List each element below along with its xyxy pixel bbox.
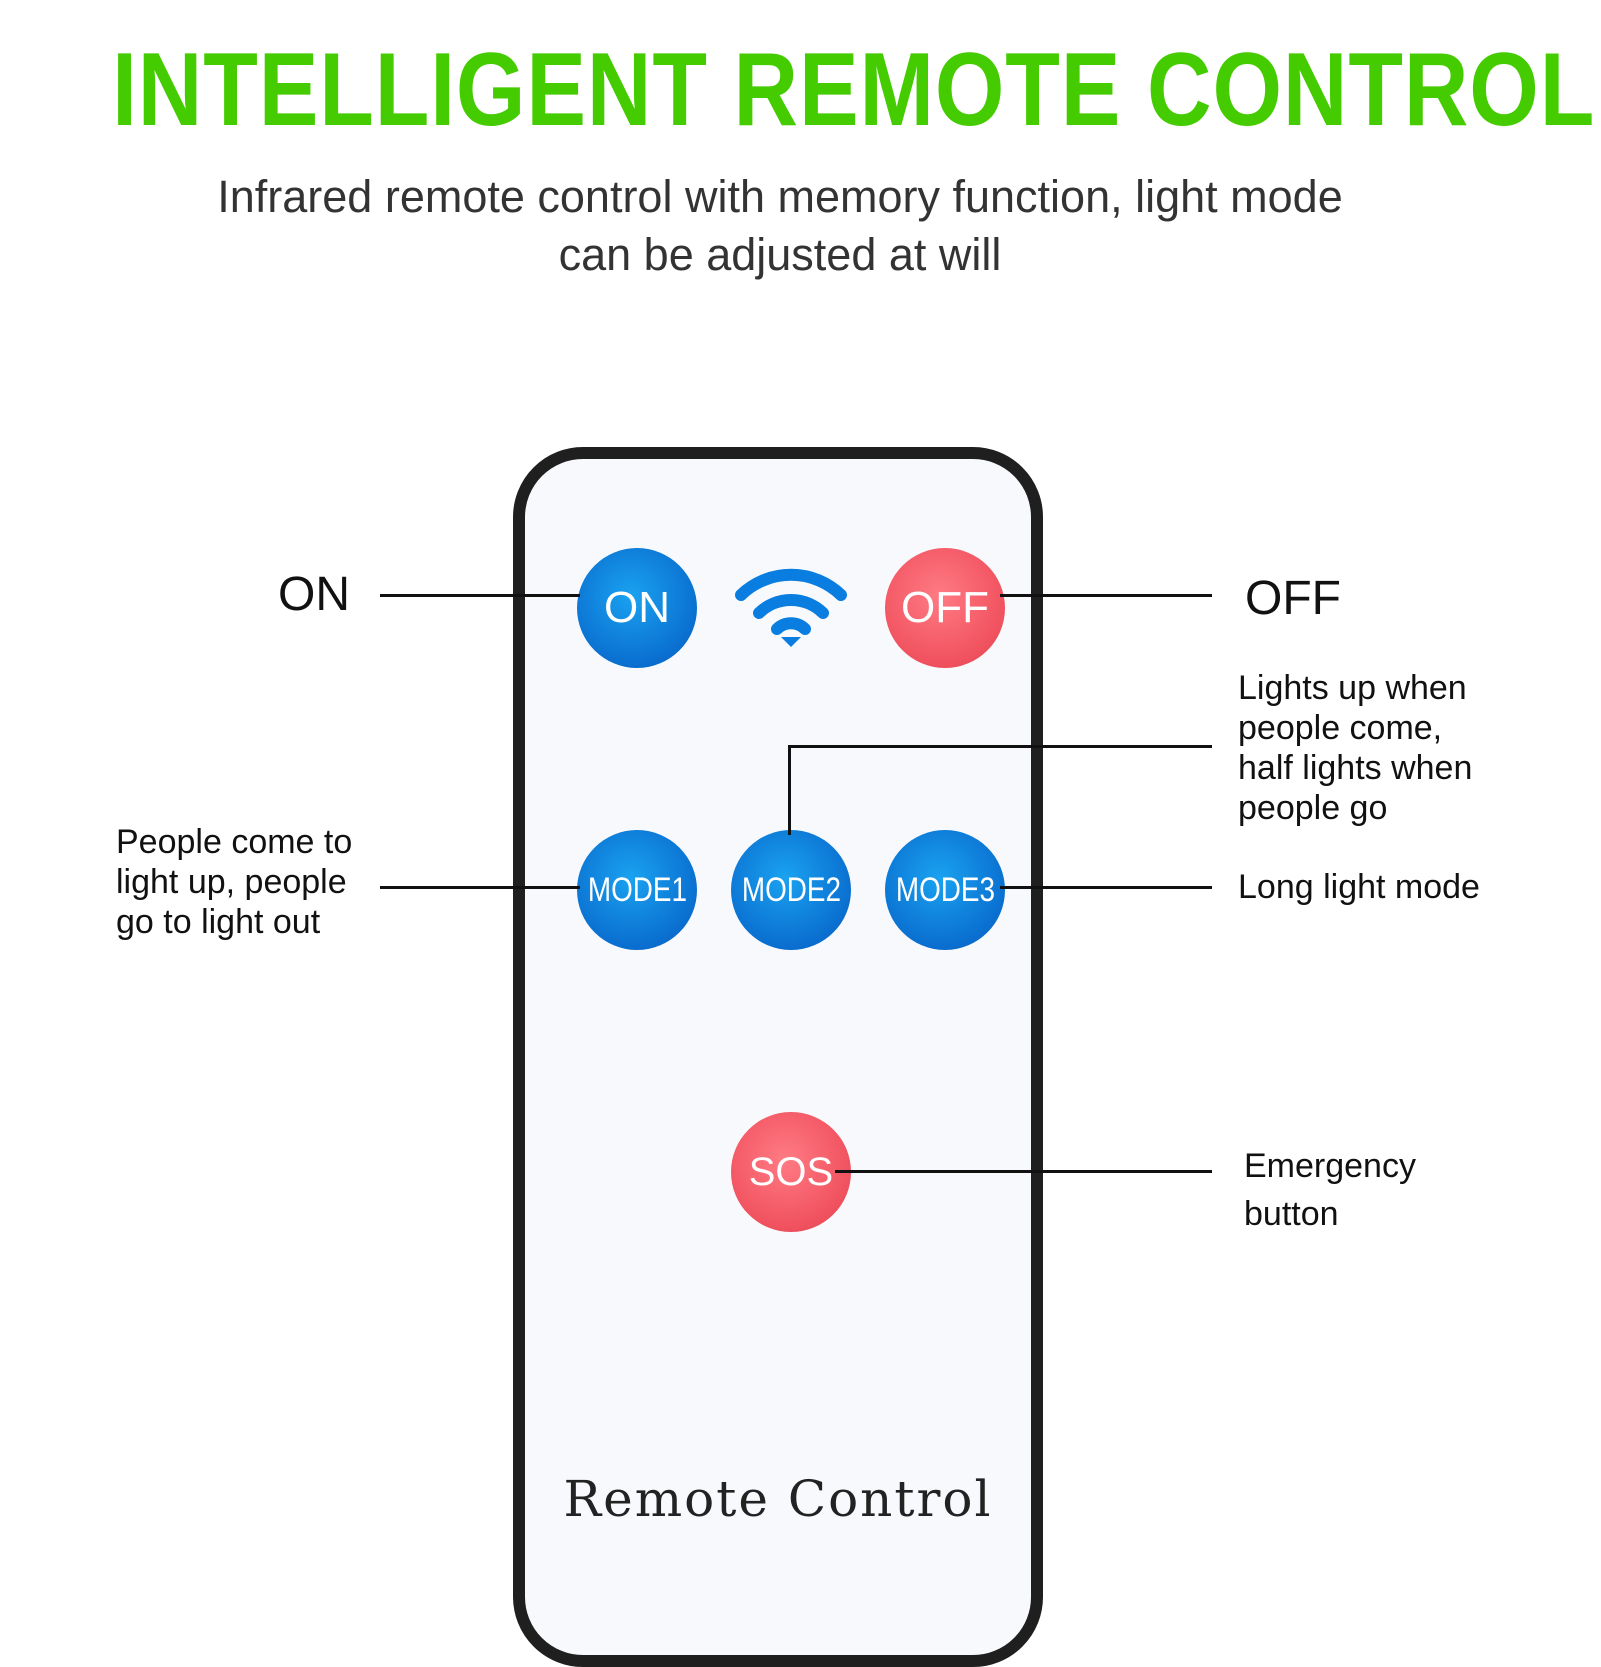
mode1-leader-line [380,886,580,889]
page-title: INTELLIGENT REMOTE CONTROL [112,32,1596,148]
on-button-label: ON [604,583,670,632]
mode2-leader-line-vertical [788,745,791,835]
mode3-leader-line [1000,886,1212,889]
sos-leader-line [835,1170,1212,1173]
mode1-button-label: MODE1 [587,870,687,909]
mode2-leader-line-horizontal [788,745,1212,748]
mode1-button[interactable]: MODE1 [577,830,697,950]
on-leader-line [380,594,580,597]
mode2-callout: Lights up when people come, half lights … [1238,669,1473,827]
off-leader-line [1000,594,1212,597]
sos-button[interactable]: SOS [731,1112,851,1232]
off-button[interactable]: OFF [885,548,1005,668]
on-callout: ON [278,568,350,621]
sos-callout: Emergency button [1244,1147,1416,1233]
mode2-button[interactable]: MODE2 [731,830,851,950]
page-subtitle: Infrared remote control with memory func… [217,171,1343,280]
wifi-icon [735,568,847,647]
on-button[interactable]: ON [577,548,697,668]
sos-button-label: SOS [748,1149,834,1194]
mode3-button[interactable]: MODE3 [885,830,1005,950]
mode3-button-label: MODE3 [895,870,995,909]
remote-control-label: Remote Control [563,1470,993,1528]
off-callout: OFF [1245,572,1341,625]
mode3-callout: Long light mode [1238,868,1480,906]
off-button-label: OFF [901,583,989,632]
mode2-button-label: MODE2 [741,870,841,909]
mode1-callout: People come to light up, people go to li… [116,823,353,941]
